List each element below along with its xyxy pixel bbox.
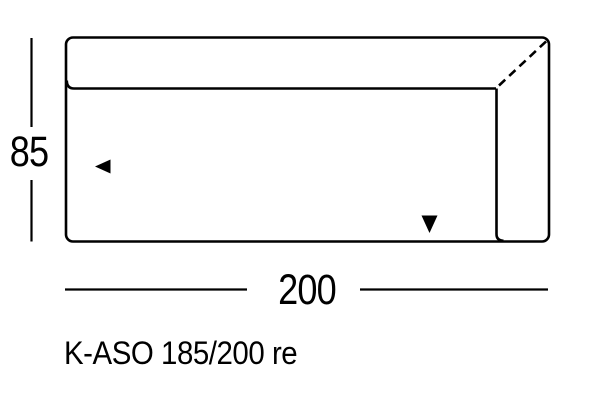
width-dimension-label: 200 [278,266,337,314]
sofa-outline [64,36,551,243]
model-name-label: K-ASO 185/200 re [64,335,298,371]
backrest-line [65,80,496,90]
arrow-left-icon [95,159,111,174]
height-dimension-label: 85 [9,128,49,176]
corner-dashed-line [498,40,548,87]
armrest-line [495,88,504,242]
arrow-down-icon [421,215,438,233]
